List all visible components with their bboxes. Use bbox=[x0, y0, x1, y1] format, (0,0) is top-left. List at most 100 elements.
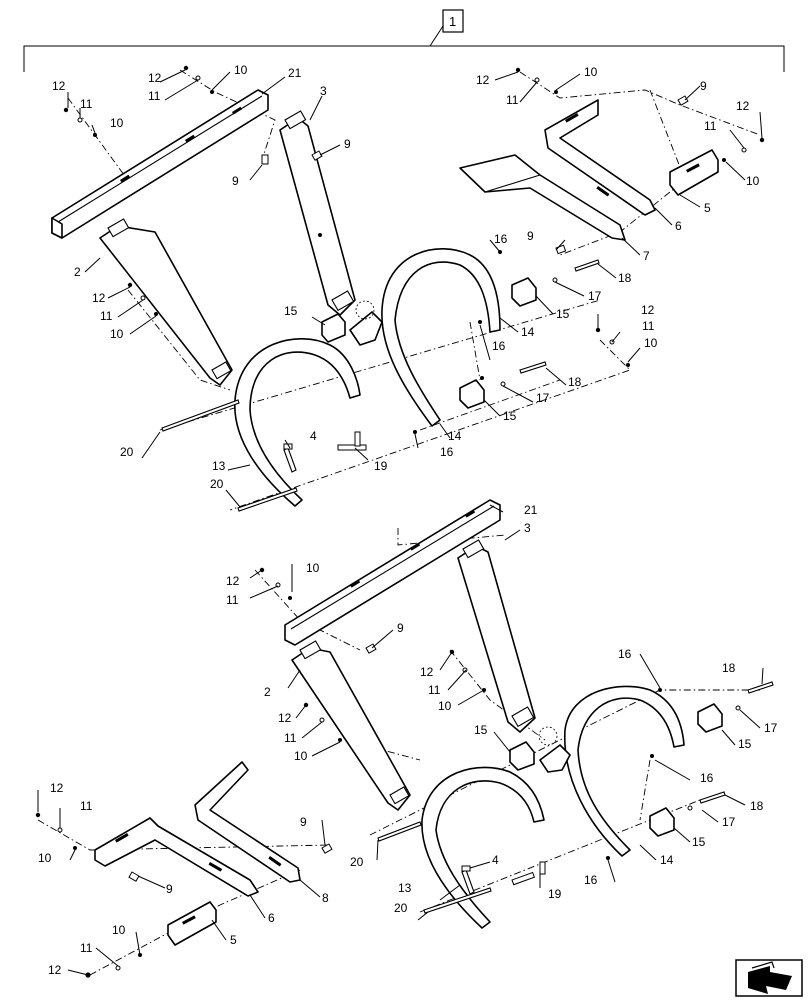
callout: 15 bbox=[738, 737, 752, 751]
callout: 12 bbox=[52, 79, 66, 93]
callout: 15 bbox=[284, 304, 298, 318]
part-5-plate-top bbox=[669, 149, 719, 196]
callout: 16 bbox=[440, 445, 454, 459]
part-15-block-bottom-c bbox=[649, 807, 675, 837]
callout: 21 bbox=[524, 503, 538, 517]
callout: 21 bbox=[288, 66, 302, 80]
part-20-bolt-top-a bbox=[161, 399, 240, 432]
part-19-pins-bottom bbox=[511, 861, 546, 886]
callout: 20 bbox=[120, 445, 134, 459]
callout: 19 bbox=[548, 887, 562, 901]
callout: 16 bbox=[494, 232, 508, 246]
callout: 20 bbox=[210, 477, 224, 491]
callout: 12 bbox=[48, 963, 62, 977]
callout: 6 bbox=[268, 911, 275, 925]
callout: 18 bbox=[722, 661, 736, 675]
page-nav-icon[interactable] bbox=[735, 959, 803, 997]
callout: 10 bbox=[234, 63, 248, 77]
callout: 16 bbox=[618, 647, 632, 661]
part-3-strut-top bbox=[279, 110, 356, 316]
part-9-bolt-top-c bbox=[677, 95, 689, 106]
callout: 11 bbox=[100, 309, 113, 323]
part-18-bolt-top-b bbox=[519, 361, 547, 374]
callout: 12 bbox=[92, 291, 106, 305]
callout: 19 bbox=[374, 459, 388, 473]
callout: 5 bbox=[704, 201, 711, 215]
part-21-channel-top bbox=[51, 89, 269, 239]
callout: 6 bbox=[675, 219, 682, 233]
hardware-dots-top bbox=[63, 65, 765, 434]
callout: 11 bbox=[80, 941, 93, 955]
callout: 11 bbox=[80, 799, 93, 813]
part-13-tine-top bbox=[234, 338, 361, 507]
part-15-block-bottom-b bbox=[697, 703, 723, 733]
bolt-4-bottom bbox=[461, 865, 475, 895]
callout: 10 bbox=[38, 851, 52, 865]
callout: 9 bbox=[344, 137, 351, 151]
callout: 17 bbox=[536, 391, 550, 405]
callout: 9 bbox=[397, 621, 404, 635]
callout: 14 bbox=[448, 429, 462, 443]
callout: 16 bbox=[584, 873, 598, 887]
part-15-block-top-b bbox=[511, 277, 537, 307]
callout: 17 bbox=[722, 815, 736, 829]
callout: 16 bbox=[700, 771, 714, 785]
callout: 10 bbox=[584, 65, 598, 79]
part-18-bolt-top-a bbox=[574, 259, 600, 272]
callout: 15 bbox=[474, 723, 488, 737]
callout: 17 bbox=[588, 289, 602, 303]
part-18-bolt-bottom-b bbox=[699, 791, 726, 804]
hardware-dots-bottom bbox=[35, 567, 741, 978]
callout: 14 bbox=[660, 853, 674, 867]
callout: 10 bbox=[644, 336, 658, 350]
callout: 15 bbox=[503, 409, 517, 423]
part-9-bolt-top-d bbox=[555, 244, 567, 255]
callout: 12 bbox=[50, 781, 64, 795]
callout: 12 bbox=[641, 303, 655, 317]
callout: 11 bbox=[704, 119, 717, 133]
callout: 8 bbox=[322, 891, 329, 905]
callout: 12 bbox=[226, 574, 240, 588]
part-18-bolt-bottom-a bbox=[747, 681, 774, 694]
callout: 11 bbox=[506, 93, 519, 107]
callout: 10 bbox=[306, 561, 320, 575]
callout-labels: 12 11 10 12 11 10 21 3 9 9 12 11 10 9 12… bbox=[38, 63, 778, 977]
part-14-tine-top bbox=[349, 248, 501, 427]
assembly-bracket: 1 bbox=[23, 9, 785, 72]
part-15-block-top-a bbox=[321, 313, 346, 343]
callout: 13 bbox=[212, 459, 226, 473]
callout: 17 bbox=[764, 721, 778, 735]
part-6-bracket-bottom bbox=[94, 817, 259, 897]
callout: 20 bbox=[394, 901, 408, 915]
callout: 18 bbox=[568, 375, 582, 389]
callout: 9 bbox=[527, 229, 534, 243]
part-5-plate-bottom bbox=[167, 901, 217, 946]
part-9-bolt-bottom-c bbox=[128, 871, 140, 882]
callout: 11 bbox=[428, 683, 441, 697]
callout: 3 bbox=[524, 521, 531, 535]
part-9-bolt-top-b bbox=[311, 150, 323, 161]
part-15-block-bottom-a bbox=[509, 741, 535, 771]
callout: 20 bbox=[350, 855, 364, 869]
part-20-bolt-bottom-a bbox=[377, 821, 422, 842]
callout: 9 bbox=[700, 79, 707, 93]
part-20-bolt-top-b bbox=[237, 487, 298, 512]
callout: 12 bbox=[148, 71, 162, 85]
callout: 15 bbox=[556, 307, 570, 321]
callout: 3 bbox=[320, 84, 327, 98]
callout: 11 bbox=[226, 593, 239, 607]
part-6-bracket-top bbox=[544, 99, 656, 216]
part-2-strut-bottom bbox=[291, 640, 411, 811]
part-14-tine-bottom bbox=[539, 685, 685, 857]
part-15-block-top-c bbox=[459, 379, 485, 409]
callout: 12 bbox=[476, 73, 490, 87]
callout: 16 bbox=[492, 339, 506, 353]
part-7-bracket-top bbox=[459, 154, 626, 241]
callout: 14 bbox=[521, 325, 535, 339]
assembly-ref-label: 1 bbox=[449, 14, 456, 29]
part-9-bolt-top-a bbox=[261, 154, 269, 165]
part-13-tine-bottom bbox=[421, 766, 545, 929]
part-8-bracket-bottom bbox=[194, 761, 301, 883]
callout: 9 bbox=[300, 815, 307, 829]
